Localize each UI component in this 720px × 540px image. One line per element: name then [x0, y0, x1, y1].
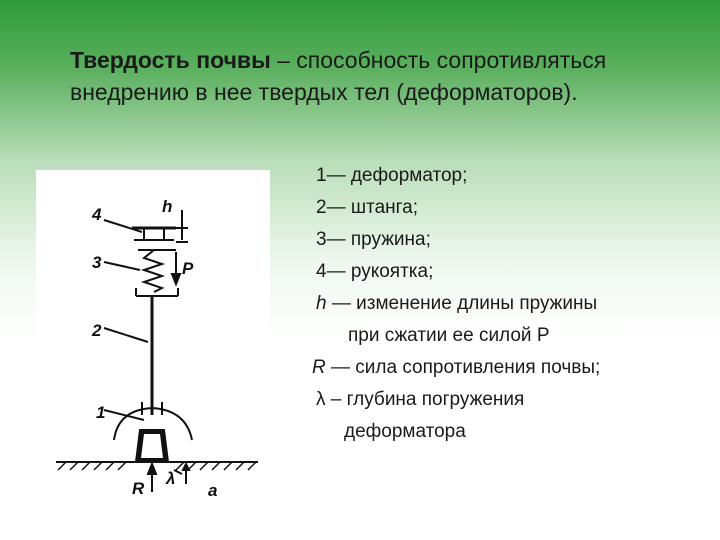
h-text: — изменение длины пружины — [326, 293, 598, 314]
legend: 1— деформатор; 2— штанга; 3— пружина; 4—… — [300, 160, 710, 448]
label-a: a — [208, 481, 217, 500]
title-definition: – способность сопротивляться внедрению в… — [70, 47, 607, 105]
legend-item-r: R — сила сопротивления почвы; — [300, 352, 710, 384]
penetrometer-drawing: 4 3 2 1 h P R λ a — [56, 197, 258, 500]
legend-item-lambda: λ – глубина погружения — [316, 389, 525, 410]
label-h: h — [162, 197, 172, 216]
title-term: Твердость почвы — [70, 47, 271, 73]
label-4: 4 — [91, 205, 102, 224]
slide-title: Твердость почвы – способность сопротивля… — [70, 44, 700, 108]
legend-item-lambda-cont: деформатора — [344, 421, 466, 442]
legend-item: 3— пружина; — [316, 229, 431, 250]
penetrometer-diagram: 4 3 2 1 h P R λ a — [36, 170, 270, 500]
legend-item-h: h — изменение длины пружины — [300, 288, 710, 320]
legend-item-h-cont: при сжатии ее силой Р — [348, 325, 550, 346]
r-text: — сила сопротивления почвы; — [325, 357, 601, 378]
legend-item: 2— штанга; — [316, 197, 418, 218]
label-p: P — [182, 259, 194, 278]
label-lambda: λ — [165, 469, 175, 488]
label-2: 2 — [91, 321, 102, 340]
h-symbol: h — [316, 293, 327, 314]
label-3: 3 — [92, 253, 102, 272]
label-1: 1 — [96, 403, 105, 422]
legend-item: 1— деформатор; — [316, 165, 468, 186]
label-r: R — [132, 479, 145, 498]
r-symbol: R — [312, 357, 326, 378]
legend-item: 4— рукоятка; — [316, 261, 434, 282]
